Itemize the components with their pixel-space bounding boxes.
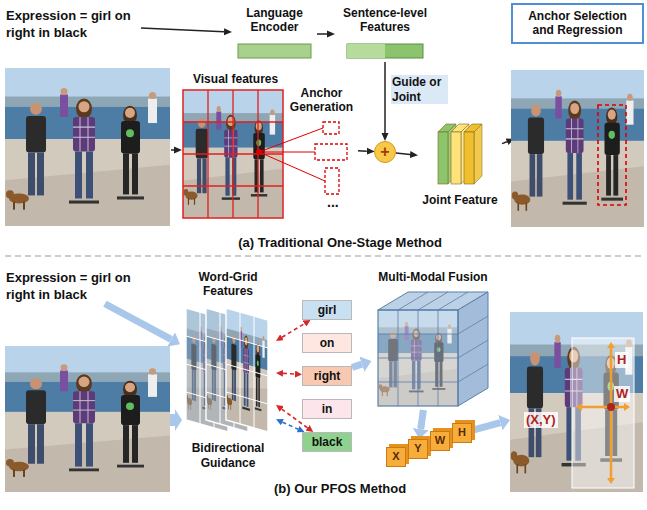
word-token: on [302,333,352,353]
block-heading: Word-Grid Features [180,270,276,299]
word-token: girl [302,300,352,320]
input-photo [5,346,170,492]
plus-sign: + [380,144,389,160]
ellipsis-label: ... [327,195,339,209]
expression-text: Expression = girl on right in black [6,270,141,304]
word-label: on [320,336,335,350]
connector [396,153,410,154]
expression-text: Expression = girl on right in black [6,270,141,304]
word-token: in [302,399,352,419]
feature-block: Sentence-level Features [335,6,435,62]
cube-letter: H [458,426,466,439]
dimension-label: H [615,352,628,368]
panel-region: (a) Traditional One-Stage MethodLanguage… [175,2,505,230]
fusion-cube: Multi-Modal Fusion [370,270,496,410]
node-art [180,270,276,470]
output-cube: X [386,447,406,467]
input-arrow [171,149,174,151]
word-label: girl [318,303,337,317]
output-cube: W [430,431,450,451]
dimension-label: W [614,386,630,402]
connector [421,410,424,429]
connector [352,364,362,367]
word-token: right [302,366,352,386]
output-cube: Y [408,439,428,459]
word-label: black [312,435,343,449]
panel-caption: (a) Traditional One-Stage Method [175,235,505,251]
connector [472,423,500,431]
input-photo [5,68,170,226]
block-heading: Visual features [193,72,278,86]
encoder-block: Language Encoder [232,6,317,62]
block-heading: Multi-Modal Fusion [370,270,496,284]
cube-letter: W [435,434,445,447]
node-art [510,312,643,492]
expression-text: Expression = girl on right in black [6,8,141,42]
connector [105,304,171,340]
word-token: black [302,432,352,452]
connector [141,28,224,32]
connector [384,62,386,133]
joint-feature: Joint Feature [418,112,502,207]
connector [358,150,367,152]
block-heading: Joint Feature [418,193,502,207]
connector [283,373,295,375]
result-box: Anchor Selection and Regression [511,3,644,44]
output-cube: H [452,423,472,443]
panel-region: (b) Our PFOS MethodWord-Grid FeaturesBid… [175,264,505,477]
panel-caption: (b) Our PFOS Method [175,481,505,497]
cube-letter: X [392,450,399,463]
word-grid: Word-Grid FeaturesBidirectional Guidance [180,270,276,470]
separator [5,255,642,256]
output-image: H W (X,Y) [510,312,643,492]
sum-circle: + [374,141,396,163]
output-panel: Anchor Selection and Regression [511,3,644,227]
block-heading: Sentence-level Features [335,6,435,35]
word-label: right [314,369,341,383]
callout-label: Anchor Generation [285,86,358,115]
cube-letter: Y [414,442,421,455]
block-heading: Language Encoder [232,6,317,35]
callout-label: Bidirectional Guidance [180,441,276,470]
node-art [370,270,496,410]
expression-text: Expression = girl on right in black [6,8,141,42]
coordinate-label: (X,Y) [524,412,558,428]
connector [502,142,507,144]
connector [317,33,327,35]
edge-label: Guide or Joint [391,75,448,104]
input-arrow [170,409,182,431]
connector [282,422,298,429]
word-label: in [322,402,333,416]
